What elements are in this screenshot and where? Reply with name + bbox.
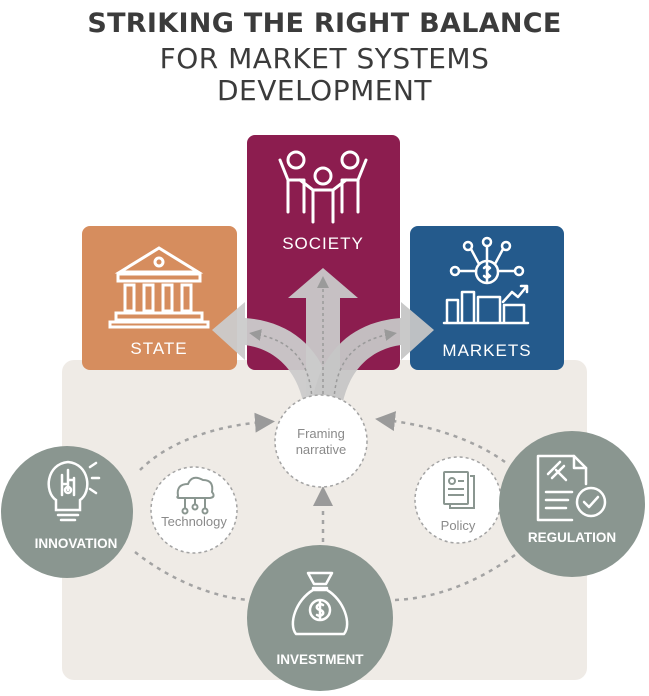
money-bag-icon <box>291 571 349 636</box>
title-line-3: DEVELOPMENT <box>216 74 433 107</box>
markets-box: MARKETS <box>410 226 564 370</box>
investment-node: INVESTMENT <box>247 545 393 691</box>
framing-line-1: Framing <box>297 426 345 441</box>
regulation-label: REGULATION <box>528 530 616 545</box>
markets-label: MARKETS <box>442 341 531 360</box>
regulation-node: REGULATION <box>499 431 645 577</box>
state-label: STATE <box>130 339 187 358</box>
innovation-node: INNOVATION <box>1 446 133 578</box>
technology-label: Technology <box>161 514 227 529</box>
framing-narrative-circle: Framing narrative <box>274 394 368 488</box>
innovation-label: INNOVATION <box>35 536 118 551</box>
state-box: STATE <box>82 226 237 370</box>
society-box: SOCIETY <box>247 135 400 370</box>
cloud-circuit-icon <box>176 476 215 515</box>
title-line-1: STRIKING THE RIGHT BALANCE <box>87 8 562 39</box>
bank-building-icon <box>108 246 210 329</box>
people-group-icon <box>278 150 368 224</box>
arrow-right <box>310 302 434 430</box>
document-icon <box>443 471 475 509</box>
gavel-document-icon <box>536 454 607 522</box>
background-panel <box>62 360 587 680</box>
investment-label: INVESTMENT <box>276 652 364 667</box>
technology-circle: Technology <box>150 466 238 554</box>
title-line-2: FOR MARKET SYSTEMS <box>159 42 490 75</box>
policy-label: Policy <box>441 518 476 533</box>
framing-line-2: narrative <box>296 442 347 457</box>
policy-circle: Policy <box>414 456 502 544</box>
lightbulb-icon <box>47 460 101 522</box>
market-growth-icon <box>442 236 530 325</box>
society-label: SOCIETY <box>282 234 364 253</box>
